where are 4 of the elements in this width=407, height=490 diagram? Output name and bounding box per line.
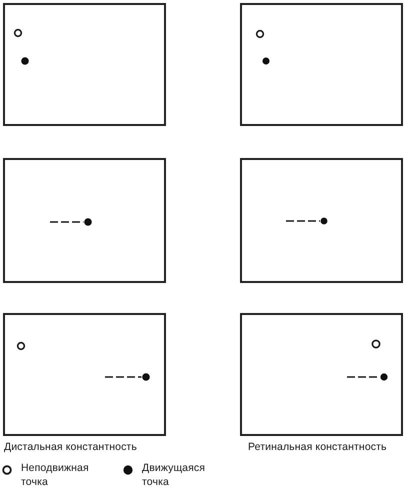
column-caption: Дистальная константность — [4, 441, 137, 454]
column-caption: Ретинальная константность — [248, 441, 387, 454]
legend-label: Движущаяся точка — [142, 461, 206, 489]
legend-label: Неподвижная точка — [21, 461, 90, 489]
